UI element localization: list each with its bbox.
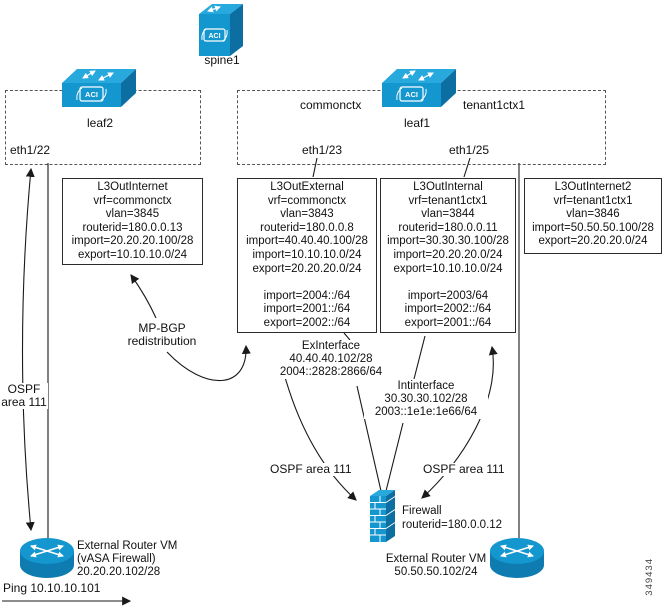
ospf-area-mid-right-label: OSPF area 111	[423, 462, 505, 476]
l3out-title: L3OutInternal	[413, 181, 483, 193]
ex-interface-label: ExInterface 40.40.40.102/28 2004::2828:2…	[268, 340, 394, 379]
l3out-title: L3OutInternet	[97, 181, 168, 193]
l3out-internal-box: L3OutInternal vrf=tenant1ctx1 vlan=3844 …	[380, 178, 516, 333]
intinterface-to-firewall-line	[385, 422, 404, 492]
ospf-area-mid-left-label: OSPF area 111	[270, 462, 352, 476]
figure-number: 349434	[644, 558, 655, 596]
l3out-title: L3OutExternal	[270, 181, 344, 193]
external-box-exinterface-connector	[343, 332, 351, 341]
l3out-internet2-box: L3OutInternet2 vrf=tenant1ctx1 vlan=3846…	[524, 178, 662, 254]
internal-box-intinterface-connector	[413, 335, 426, 380]
ospf-left-long-arrow	[21, 167, 35, 532]
mpbgp-label: MP-BGP redistribution	[127, 321, 197, 348]
firewall-icon	[370, 489, 400, 548]
ospf-area-left-label: OSPF area 111	[0, 382, 48, 409]
l3out-internet-box: L3OutInternet vrf=commonctx vlan=3845 ro…	[62, 178, 203, 265]
spacer	[238, 276, 376, 290]
router-left-label: External Router VM (vASA Firewall) 20.20…	[77, 540, 178, 578]
port-eth1-22-label: eth1/22	[10, 143, 51, 157]
aci-badge: ACI	[85, 90, 98, 99]
spine1-switch-icon: ACI	[199, 2, 244, 61]
leaf2-label: leaf2	[86, 116, 114, 130]
leaf1-switch-icon: ACI	[382, 62, 456, 119]
mpbgp-arrow-internet	[130, 274, 157, 319]
firewall-label: Firewall routerid=180.0.0.12	[402, 505, 503, 531]
port-eth1-25-label: eth1/25	[449, 143, 490, 157]
context-commonctx-label: commonctx	[300, 98, 362, 112]
spacer	[381, 276, 515, 290]
router-right-label: External Router VM 50.50.50.102/24	[385, 553, 487, 578]
router-left-icon	[20, 536, 74, 585]
leaf2-switch-icon: ACI	[62, 62, 136, 119]
context-tenant1ctx1-label: tenant1ctx1	[463, 98, 526, 112]
eth25-connector	[463, 157, 471, 178]
eth23-connector	[312, 157, 318, 178]
aci-badge: ACI	[405, 90, 418, 99]
l3out-external-box: L3OutExternal vrf=commonctx vlan=3843 ro…	[237, 178, 377, 333]
ospf-curve-right	[421, 345, 498, 499]
router-right-icon	[490, 536, 544, 585]
int-interface-label: Intinterface 30.30.30.102/28 2003::1e1e:…	[364, 380, 488, 419]
ping-label: Ping 10.10.10.101	[3, 581, 101, 595]
mpbgp-arrow-external	[166, 344, 251, 382]
aci-badge: ACI	[208, 33, 220, 40]
leaf1-label: leaf1	[403, 116, 431, 130]
spine1-label: spine1	[204, 53, 240, 67]
l3out-title: L3OutInternet2	[554, 181, 632, 193]
exinterface-to-firewall-line	[356, 385, 382, 492]
port-eth1-23-label: eth1/23	[302, 143, 343, 157]
